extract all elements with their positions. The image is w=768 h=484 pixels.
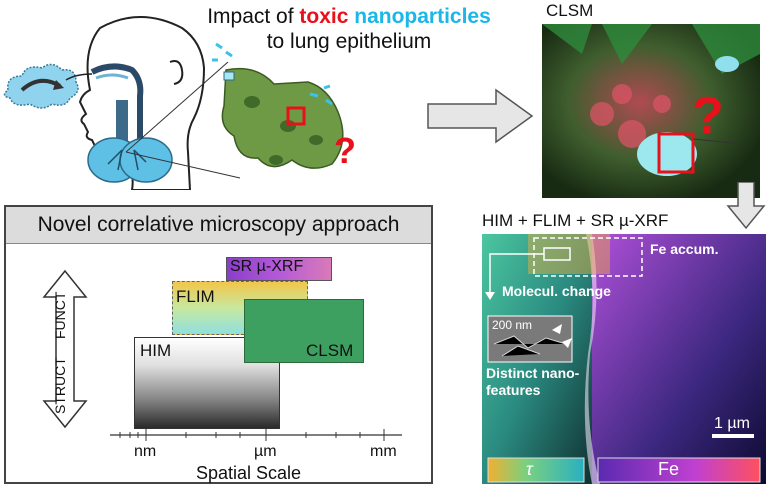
molecul-change-label: Molecul. change (502, 283, 611, 299)
spatial-scale-axis (110, 429, 402, 441)
question-mark-icon: ? (334, 130, 356, 171)
epithelial-cells-illustration (212, 42, 344, 169)
axis-funct-label: FUNCT (52, 291, 68, 339)
human-lung-illustration (3, 16, 241, 190)
title-toxic: toxic (299, 5, 349, 28)
arrow-right-icon (427, 88, 534, 144)
title-nano: nanoparticles (354, 5, 491, 28)
combo-title: HIM + FLIM + SR µ-XRF (482, 211, 669, 230)
title-prefix: Impact of (207, 5, 300, 28)
scalebar-1um-label: 1 µm (714, 415, 750, 432)
tick-nm: nm (134, 443, 157, 460)
scalebar-200nm-label: 200 nm (492, 318, 533, 332)
correlative-micrographs (482, 234, 766, 484)
approach-heading: Novel correlative microscopy approach (6, 207, 431, 244)
xrf-label: SR µ-XRF (230, 258, 304, 275)
x-axis-label: Spatial Scale (196, 463, 302, 483)
fe-accum-label: Fe accum. (650, 241, 719, 257)
distinct-nanofeatures-label: Distinct nano-features (486, 365, 580, 398)
tau-colorbar-label: τ (526, 459, 533, 479)
xrf-box (226, 257, 332, 281)
double-arrow-icon (42, 269, 88, 429)
question-mark-icon: ? (692, 87, 724, 145)
tick-um: µm (254, 443, 277, 460)
figure-title: Impact of toxic nanoparticles to lung ep… (178, 4, 520, 54)
clsm-image (542, 24, 760, 198)
clsm-title: CLSM (546, 1, 594, 20)
clsm-box-label: CLSM (306, 341, 354, 360)
nanoparticle-marks (212, 42, 333, 106)
title-line2: to lung epithelium (266, 30, 432, 53)
approach-panel: Novel correlative microscopy approach FU… (4, 205, 433, 484)
clsm-box (244, 299, 364, 363)
tick-mm: mm (370, 443, 397, 460)
fe-colorbar-label: Fe (658, 459, 680, 479)
cloud-icon (3, 63, 79, 109)
axis-struct-label: STRUCT (52, 357, 68, 415)
arrow-down-icon (726, 182, 766, 230)
him-label: HIM (140, 341, 172, 360)
flim-label: FLIM (176, 287, 215, 306)
